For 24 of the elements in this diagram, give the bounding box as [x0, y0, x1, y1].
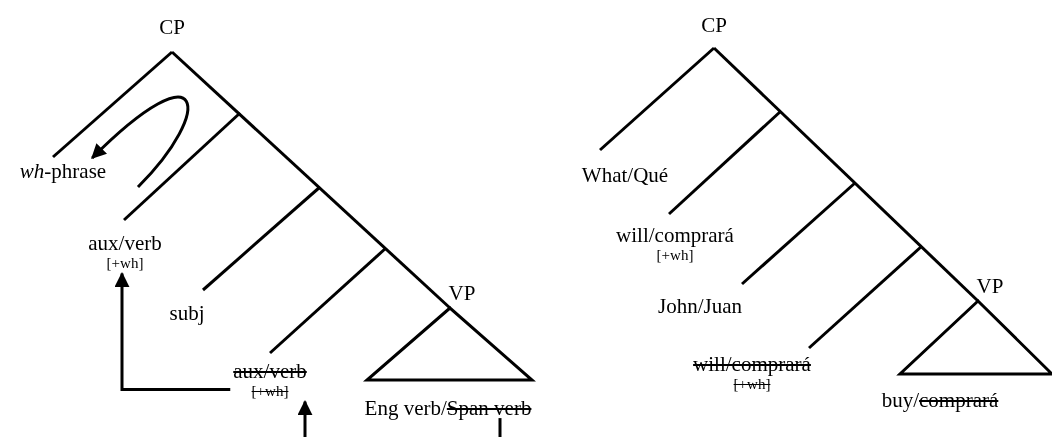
word-label: subj [169, 302, 205, 326]
word-label: buy/comprará [881, 389, 999, 413]
triangle-shape [365, 306, 534, 382]
triangle-shape [898, 299, 1052, 376]
feature-label: [+wh] [732, 376, 772, 393]
word-label: will/comprará [693, 353, 811, 377]
word-label: Eng verb/Span verb [364, 397, 532, 421]
word-label: wh-phrase [19, 160, 107, 184]
phrase-label: CP [701, 14, 727, 38]
feature-label: [+wh] [250, 383, 290, 400]
phrase-label: VP [448, 282, 476, 306]
word-label: aux/verb [88, 232, 162, 256]
word-label: aux/verb [233, 360, 307, 384]
word-label: will/comprará [616, 224, 734, 248]
phrase-label: CP [159, 16, 185, 40]
word-label: What/Qué [581, 164, 669, 188]
feature-label: [+wh] [105, 255, 145, 272]
connector-line [498, 418, 502, 437]
feature-label: [+wh] [655, 247, 695, 264]
word-label: John/Juan [658, 295, 742, 319]
arrow [297, 400, 313, 437]
arrow [114, 272, 231, 392]
phrase-label: VP [976, 275, 1004, 299]
arrow [91, 96, 189, 188]
